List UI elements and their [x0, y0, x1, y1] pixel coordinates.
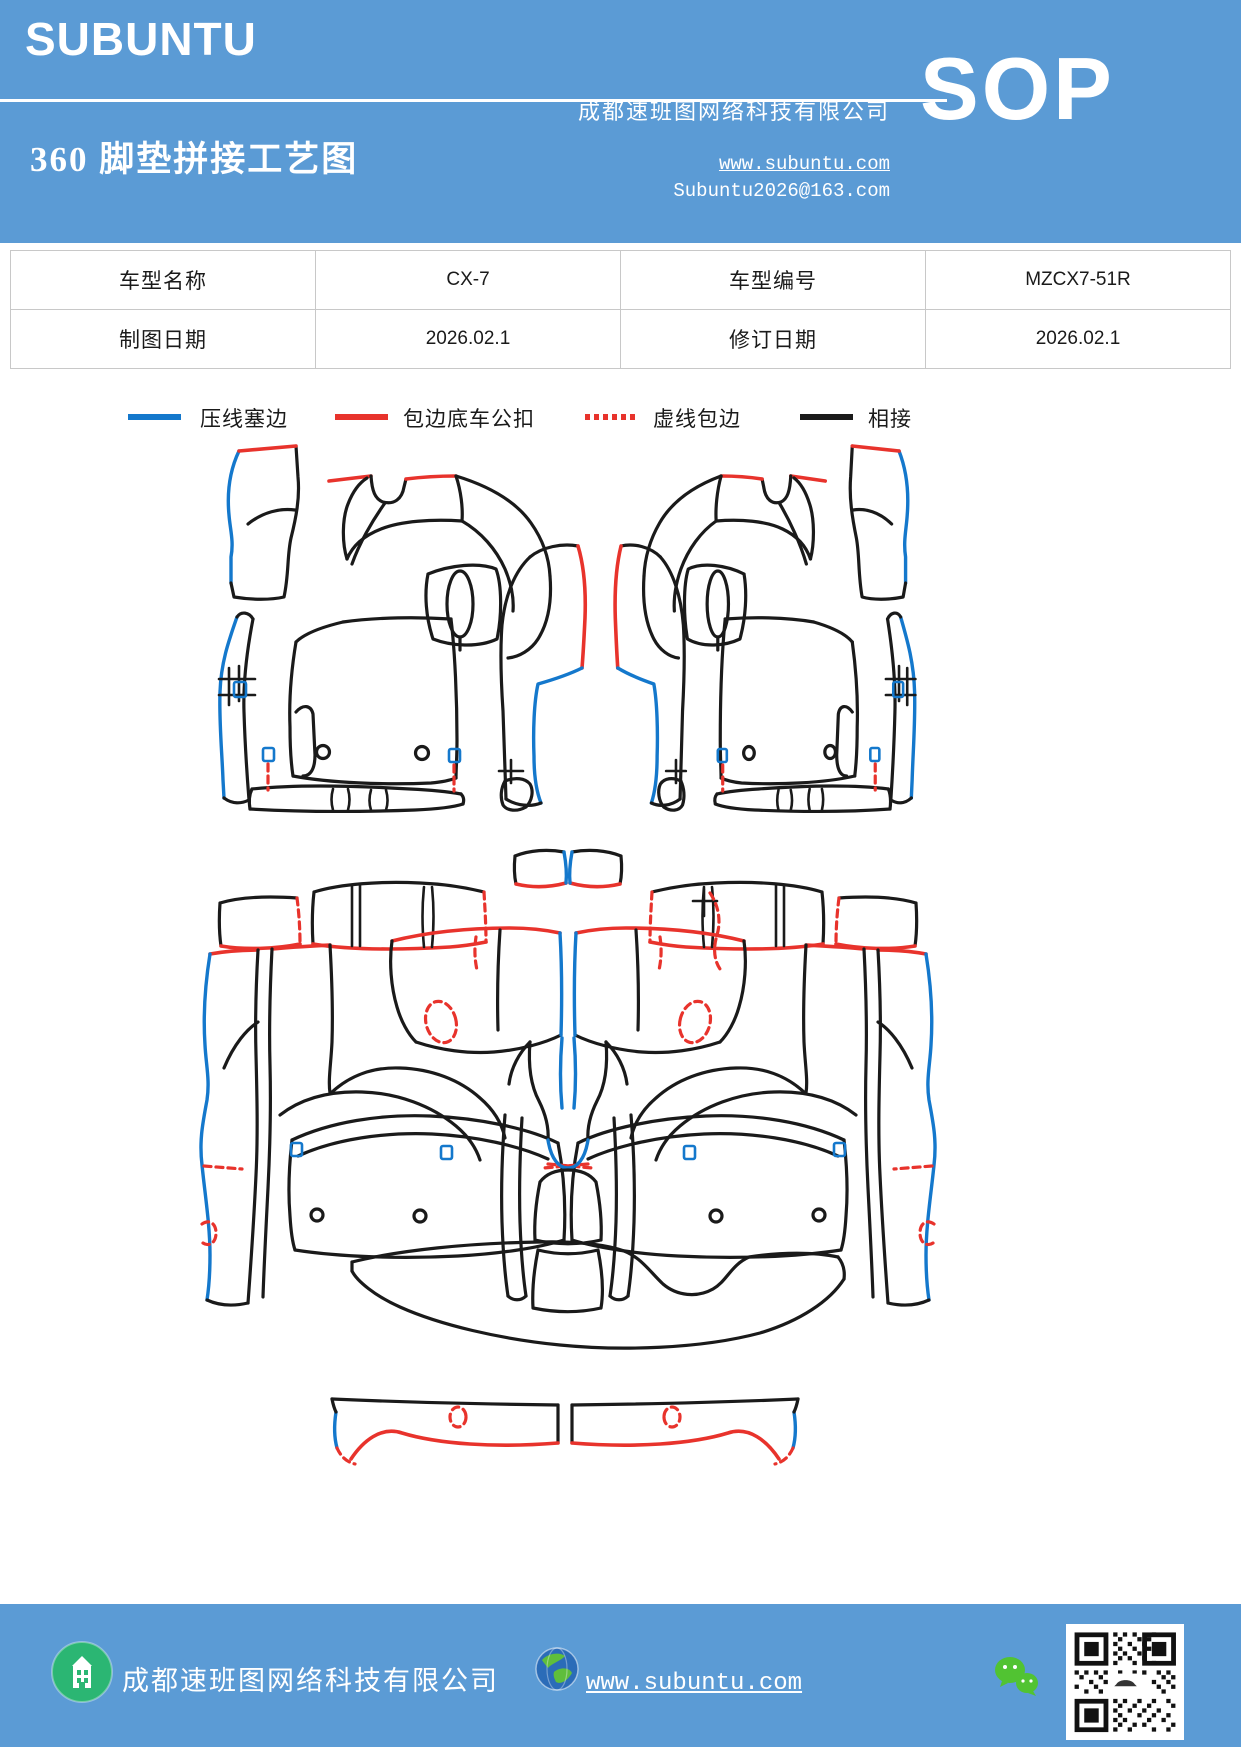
- vehicle-info-table: 车型名称 CX-7 车型编号 MZCX7-51R 制图日期 2026.02.1 …: [10, 250, 1231, 369]
- draw-date-label: 制图日期: [10, 309, 316, 369]
- trunk-strip-left-half: [332, 1399, 558, 1464]
- brand-logo: SUBUNTU: [25, 13, 257, 65]
- globe-icon: [535, 1647, 579, 1691]
- black-line-swatch: [800, 414, 853, 420]
- footer-company-name: 成都速班图网络科技有限公司: [122, 1666, 499, 1696]
- email-address: Subuntu2026@163.com: [673, 180, 890, 202]
- website-link[interactable]: www.subuntu.com: [718, 153, 890, 175]
- red-line-swatch: [335, 414, 388, 420]
- page-title: 360 脚垫拼接工艺图: [30, 140, 359, 179]
- footer-band: 成都速班图网络科技有限公司 www.subuntu.com: [0, 1604, 1241, 1747]
- header-band: SUBUNTU 360 脚垫拼接工艺图 成都速班图网络科技有限公司 www.su…: [0, 0, 1241, 243]
- rear-mat-left-half: [201, 850, 592, 1305]
- revise-date-label: 修订日期: [620, 309, 926, 369]
- model-code-label: 车型编号: [620, 250, 926, 310]
- legend-label: 虚线包边: [653, 407, 741, 431]
- company-name: 成都速班图网络科技有限公司: [577, 99, 890, 124]
- table-row: 制图日期 2026.02.1 修订日期 2026.02.1: [10, 309, 1231, 369]
- line-legend: 压线塞边 包边底车公扣 虚线包边 相接: [0, 400, 1241, 440]
- footer-website-link[interactable]: www.subuntu.com: [586, 1670, 803, 1697]
- front-mat-left-group: [219, 446, 585, 811]
- front-mats-diagram: [0, 444, 918, 814]
- header-contact-block: 成都速班图网络科技有限公司 www.subuntu.com Subuntu202…: [520, 94, 890, 202]
- legend-item-black: 相接: [800, 400, 960, 440]
- wechat-icon: [995, 1657, 1038, 1696]
- qr-code: [1066, 1624, 1184, 1740]
- legend-label: 相接: [868, 407, 912, 431]
- legend-item-blue: 压线塞边: [128, 400, 328, 440]
- model-code-value: MZCX7-51R: [925, 250, 1231, 310]
- front-mat-right-group: [613, 444, 918, 814]
- model-name-label: 车型名称: [10, 250, 316, 310]
- building-icon: [51, 1641, 113, 1703]
- table-row: 车型名称 CX-7 车型编号 MZCX7-51R: [10, 250, 1231, 310]
- revise-date-value: 2026.02.1: [925, 309, 1231, 369]
- header-divider: [0, 99, 947, 102]
- rear-center-pieces: [352, 889, 844, 1348]
- blue-line-swatch: [128, 414, 181, 420]
- legend-item-dashed: 虚线包边: [585, 400, 785, 440]
- draw-date-value: 2026.02.1: [315, 309, 621, 369]
- sop-badge: SOP: [920, 39, 1115, 138]
- legend-label: 压线塞边: [200, 407, 288, 431]
- trunk-strip-right-half: [570, 1397, 800, 1466]
- model-name-value: CX-7: [315, 250, 621, 310]
- legend-label: 包边底车公扣: [403, 407, 535, 431]
- dashed-line-swatch: [585, 414, 638, 420]
- rear-mats-diagram: [0, 848, 937, 1466]
- legend-item-red: 包边底车公扣: [335, 400, 565, 440]
